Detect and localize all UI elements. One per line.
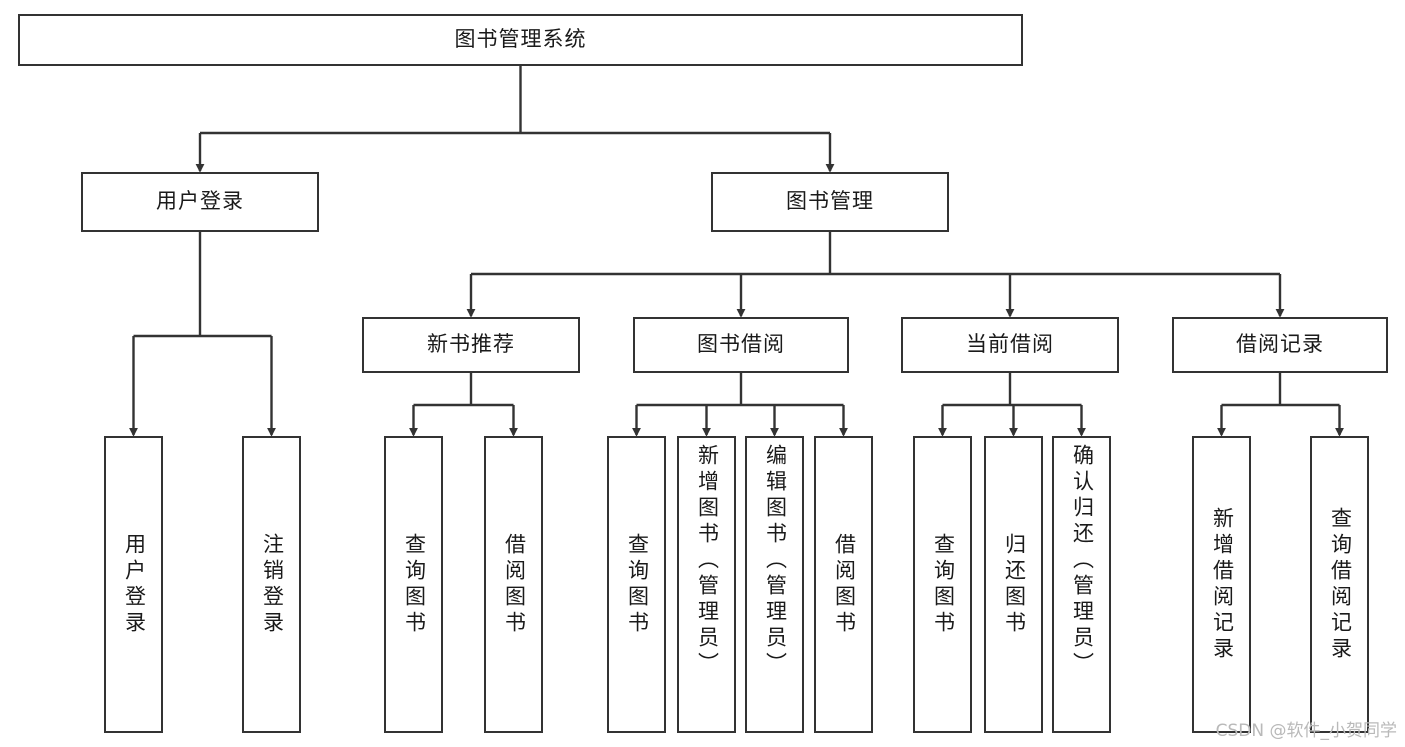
node-label: 用户登录 [122,532,146,637]
node-label: 图书借阅 [697,333,785,357]
node-label: 当前借阅 [966,333,1054,357]
node-label: 归还图书 [1002,532,1026,637]
node-leaf-borrow-4[interactable]: 借阅图书 [814,436,873,733]
node-label: 借阅记录 [1236,333,1324,357]
node-newbook[interactable]: 新书推荐 [362,317,580,373]
node-leaf-cur-3[interactable]: 确认归还（管理员） [1052,436,1111,733]
node-label: 新增借阅记录 [1210,506,1234,663]
node-leaf-login-2[interactable]: 注销登录 [242,436,301,733]
node-login[interactable]: 用户登录 [81,172,319,232]
node-label: 确认归还（管理员） [1070,444,1094,678]
node-leaf-borrow-3[interactable]: 编辑图书（管理员） [745,436,804,733]
node-label: 用户登录 [156,190,244,214]
node-current[interactable]: 当前借阅 [901,317,1119,373]
node-leaf-new-2[interactable]: 借阅图书 [484,436,543,733]
node-label: 查询图书 [931,532,955,637]
node-borrow[interactable]: 图书借阅 [633,317,849,373]
node-label: 新增图书（管理员） [695,444,719,678]
node-leaf-new-1[interactable]: 查询图书 [384,436,443,733]
node-label: 查询借阅记录 [1328,506,1352,663]
node-label: 新书推荐 [427,333,515,357]
node-leaf-borrow-2[interactable]: 新增图书（管理员） [677,436,736,733]
node-bookmgmt[interactable]: 图书管理 [711,172,949,232]
node-label: 图书管理系统 [454,28,587,52]
watermark-text: CSDN @软件_小贺同学 [1215,721,1397,741]
node-root[interactable]: 图书管理系统 [18,14,1023,66]
node-label: 查询图书 [625,532,649,637]
node-leaf-cur-1[interactable]: 查询图书 [913,436,972,733]
node-label: 编辑图书（管理员） [763,444,787,678]
node-leaf-rec-1[interactable]: 新增借阅记录 [1192,436,1251,733]
node-label: 注销登录 [260,532,284,637]
node-label: 图书管理 [786,190,874,214]
node-leaf-borrow-1[interactable]: 查询图书 [607,436,666,733]
node-label: 借阅图书 [832,532,856,637]
node-leaf-cur-2[interactable]: 归还图书 [984,436,1043,733]
node-records[interactable]: 借阅记录 [1172,317,1388,373]
node-leaf-rec-2[interactable]: 查询借阅记录 [1310,436,1369,733]
node-label: 借阅图书 [502,532,526,637]
node-leaf-login-1[interactable]: 用户登录 [104,436,163,733]
node-label: 查询图书 [402,532,426,637]
